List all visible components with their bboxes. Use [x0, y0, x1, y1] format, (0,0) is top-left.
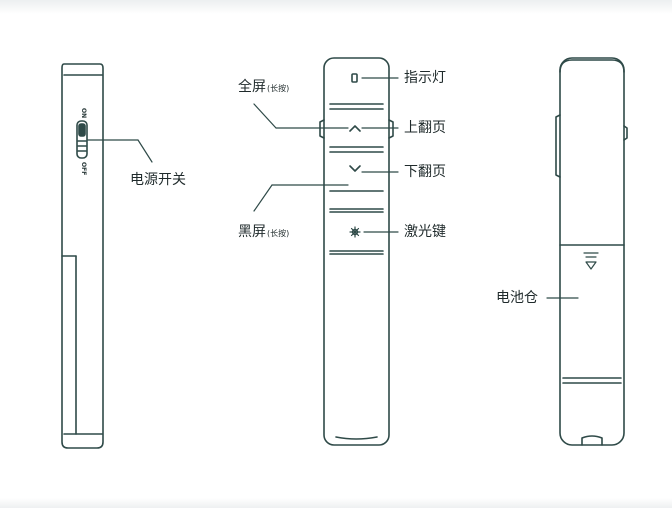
switch-on-text: ON	[80, 108, 87, 119]
label-battery-compartment: 电池仓	[496, 290, 538, 306]
label-page-up: 上翻页	[404, 120, 446, 136]
back-view-device	[546, 57, 628, 446]
front-view-device	[319, 57, 394, 446]
switch-off-text: OFF	[80, 162, 87, 176]
bottom-shadow	[0, 498, 672, 508]
label-power-switch: 电源开关	[130, 172, 186, 188]
front-pointers	[253, 77, 399, 233]
laser-icon	[349, 226, 361, 238]
label-page-down: 下翻页	[404, 164, 446, 180]
label-full-screen: 全屏(长按)	[238, 79, 290, 95]
label-indicator-light: 指示灯	[404, 70, 446, 86]
label-laser-key: 激光键	[404, 224, 446, 240]
label-black-screen: 黑屏(长按)	[238, 224, 290, 240]
side-view-device	[61, 63, 153, 449]
top-shadow	[0, 0, 672, 14]
